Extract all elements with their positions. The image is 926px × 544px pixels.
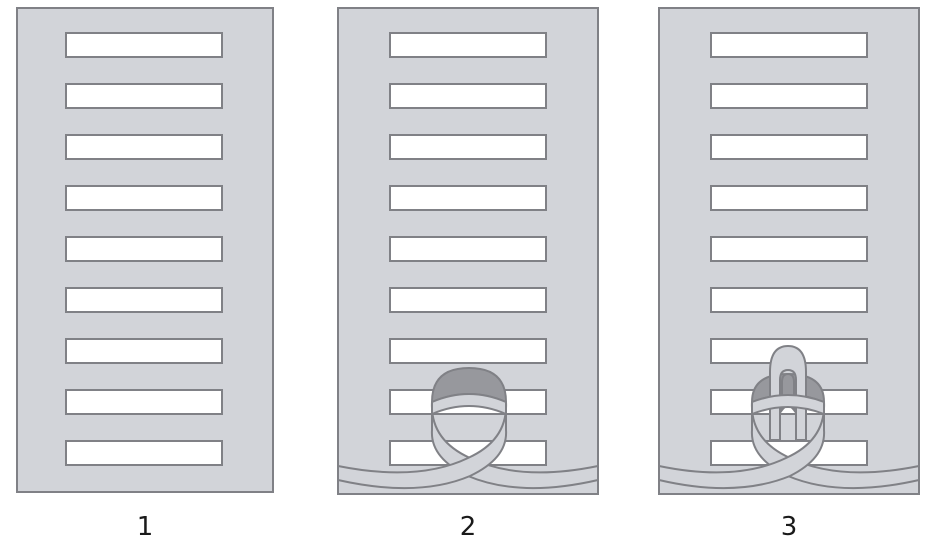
- slot: [66, 237, 222, 261]
- slot: [66, 390, 222, 414]
- slot: [711, 84, 867, 108]
- slot: [66, 339, 222, 363]
- slot: [66, 288, 222, 312]
- panel-step-3: [659, 8, 919, 494]
- slot: [390, 33, 546, 57]
- slot: [390, 339, 546, 363]
- step-label-3: 3: [759, 512, 819, 542]
- slot-group: [66, 33, 222, 465]
- step-label-2: 2: [438, 512, 498, 542]
- slot: [66, 84, 222, 108]
- slot: [66, 33, 222, 57]
- slot: [711, 135, 867, 159]
- slot: [711, 288, 867, 312]
- panel-step-2: [338, 8, 598, 494]
- slot: [390, 288, 546, 312]
- step-label-1: 1: [115, 512, 175, 542]
- slot: [711, 33, 867, 57]
- slot: [390, 186, 546, 210]
- slot: [390, 84, 546, 108]
- slot: [66, 441, 222, 465]
- slot: [390, 135, 546, 159]
- slot: [390, 237, 546, 261]
- slot: [66, 135, 222, 159]
- panel-step-1: [17, 8, 273, 492]
- slot: [711, 186, 867, 210]
- slot: [66, 186, 222, 210]
- slot: [711, 237, 867, 261]
